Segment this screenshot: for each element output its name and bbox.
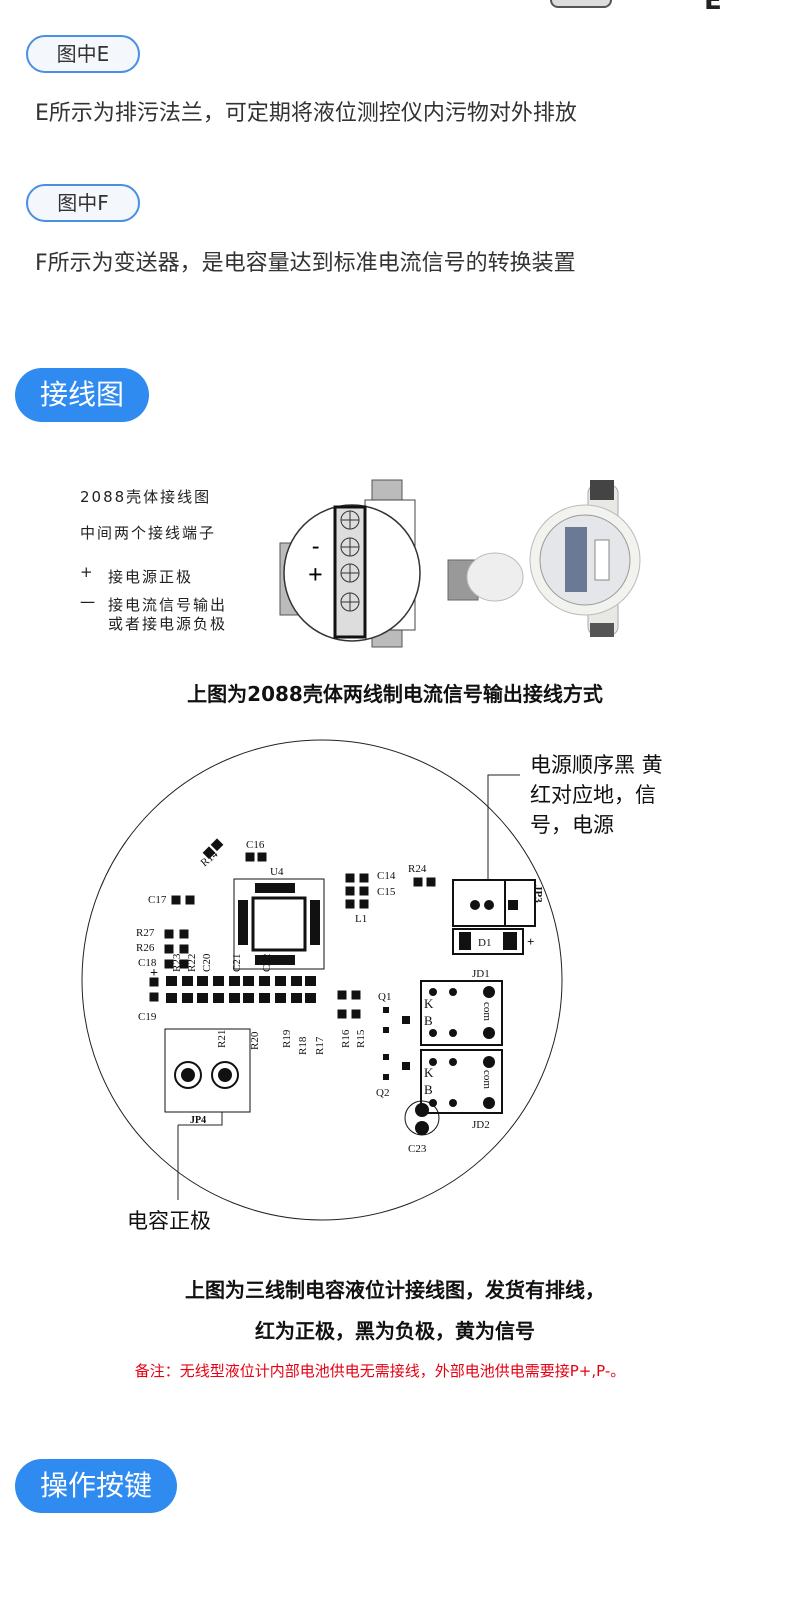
pcb-pad — [166, 993, 177, 1003]
pcb-pad — [166, 976, 177, 986]
housing-title: 2088壳体接线图 — [80, 488, 212, 506]
pcb-label-r15: R15 — [355, 1029, 367, 1048]
badge-figure-f: 图中F — [26, 184, 140, 222]
pcb-label-jd2: JD2 — [472, 1119, 490, 1131]
annotation-line-1: 电源顺序黑 黄 — [530, 753, 663, 777]
pcb-pad — [305, 976, 316, 986]
pcb-label-r24: R24 — [408, 863, 427, 875]
pcb-label-r22: R22 — [186, 954, 198, 972]
description-f: F所示为变送器，是电容量达到标准电流信号的转换装置 — [35, 251, 576, 276]
pcb-pad — [291, 976, 302, 986]
section-header-operation-keys: 操作按键 — [15, 1459, 177, 1513]
pcb-label-l1: L1 — [355, 913, 367, 925]
pcb-label-c16: C16 — [246, 839, 265, 851]
pcb-label-c14: C14 — [377, 870, 396, 882]
pcb-label-c22: C22 — [261, 954, 273, 972]
jd2-k: K — [424, 1065, 434, 1080]
pcb-pad — [197, 993, 208, 1003]
pcb-label-d1: D1 — [478, 937, 491, 949]
description-e: E所示为排污法兰，可定期将液位测控仪内污物对外排放 — [35, 101, 577, 126]
pcb-pad — [229, 976, 240, 986]
plus-text: 接电源正极 — [108, 568, 194, 586]
pcb-label-c21: C21 — [231, 954, 243, 972]
section-header-wiring: 接线图 — [15, 368, 149, 422]
pcb-pad — [243, 993, 254, 1003]
pcb-label-c17: C17 — [148, 894, 167, 906]
battery-note: 备注：无线型液位计内部电池供电无需接线，外部电池供电需要接P+,P-。 — [134, 1362, 626, 1380]
pcb-pad — [243, 976, 254, 986]
pcb-pad — [291, 993, 302, 1003]
pcb-label-c23: C23 — [408, 1143, 427, 1155]
pcb-label-c20: C20 — [201, 953, 213, 972]
pcb-label-q1: Q1 — [378, 991, 391, 1003]
pcb-pad — [182, 993, 193, 1003]
housing-subtitle: 中间两个接线端子 — [80, 524, 217, 542]
transmitter-photo — [447, 480, 641, 637]
pcb-label-u4: U4 — [270, 866, 284, 878]
pcb-label-plus: + — [150, 966, 158, 981]
minus-text-2: 或者接电源负极 — [108, 615, 228, 633]
pcb-label-r16: R16 — [340, 1029, 352, 1048]
pcb-label-d1-plus: + — [527, 934, 534, 949]
annotation-line-3: 号，电源 — [530, 813, 614, 837]
minus-text-1: 接电流信号输出 — [108, 596, 228, 614]
caption-2088: 上图为2088壳体两线制电流信号输出接线方式 — [187, 682, 603, 706]
pcb-pad — [197, 976, 208, 986]
badge-figure-e: 图中E — [26, 35, 140, 73]
pcb-annotation-power-order: 电源顺序黑 黄 红对应地，信 号，电源 — [530, 750, 663, 840]
pcb-pad — [275, 993, 286, 1003]
pcb-label-c15: C15 — [377, 886, 396, 898]
caption-3wire-line-2: 红为正极，黑为负极，黄为信号 — [255, 1319, 535, 1343]
jd1-com: com — [481, 1002, 493, 1021]
pcb-label-r17: R17 — [314, 1036, 326, 1055]
pcb-pad — [213, 976, 224, 986]
pcb-label-r18: R18 — [297, 1036, 309, 1055]
jd1-b: B — [424, 1013, 433, 1028]
pcb-pad — [259, 993, 270, 1003]
pcb-label-c19: C19 — [138, 1011, 157, 1023]
pcb-label-r20: R20 — [249, 1031, 261, 1050]
pcb-label-c18: C18 — [138, 957, 157, 969]
pcb-wiring-diagram: C16 R14 U4 C17 R27 R26 C18 + R23 R22 C20… — [81, 739, 563, 1221]
pcb-label-q2: Q2 — [376, 1087, 389, 1099]
housing-drawing: - + — [279, 479, 641, 648]
pcb-pad — [213, 993, 224, 1003]
pcb-label-r19: R19 — [281, 1029, 293, 1048]
pcb-pad — [305, 993, 316, 1003]
jd2-com: com — [481, 1070, 493, 1089]
previous-image-fragment — [550, 0, 612, 8]
pcb-label-jp3: JP3 — [532, 885, 544, 903]
pcb-label-r27: R27 — [136, 927, 155, 939]
pcb-label-jd1: JD1 — [472, 968, 490, 980]
pcb-pad — [229, 993, 240, 1003]
jd2-b: B — [424, 1082, 433, 1097]
pcb-label-r23: R23 — [171, 953, 183, 972]
plus-symbol: + — [80, 563, 95, 581]
minus-symbol: 一 — [80, 594, 98, 612]
jd1-k: K — [424, 996, 434, 1011]
annotation-line-2: 红对应地，信 — [530, 783, 656, 807]
pcb-label-r26: R26 — [136, 942, 155, 954]
pcb-pad — [275, 976, 286, 986]
pcb-annotation-capacitor-positive: 电容正极 — [127, 1209, 211, 1233]
pcb-pad — [259, 976, 270, 986]
pcb-pad — [182, 976, 193, 986]
pcb-label-r14: R14 — [199, 848, 221, 869]
pcb-label-jp4: JP4 — [190, 1115, 206, 1126]
previous-image-label: E — [704, 0, 722, 16]
pcb-label-r21: R21 — [216, 1030, 228, 1048]
caption-3wire-line-1: 上图为三线制电容液位计接线图，发货有排线， — [185, 1278, 605, 1302]
terminal-minus: - — [312, 533, 319, 558]
terminal-plus: + — [308, 560, 323, 589]
